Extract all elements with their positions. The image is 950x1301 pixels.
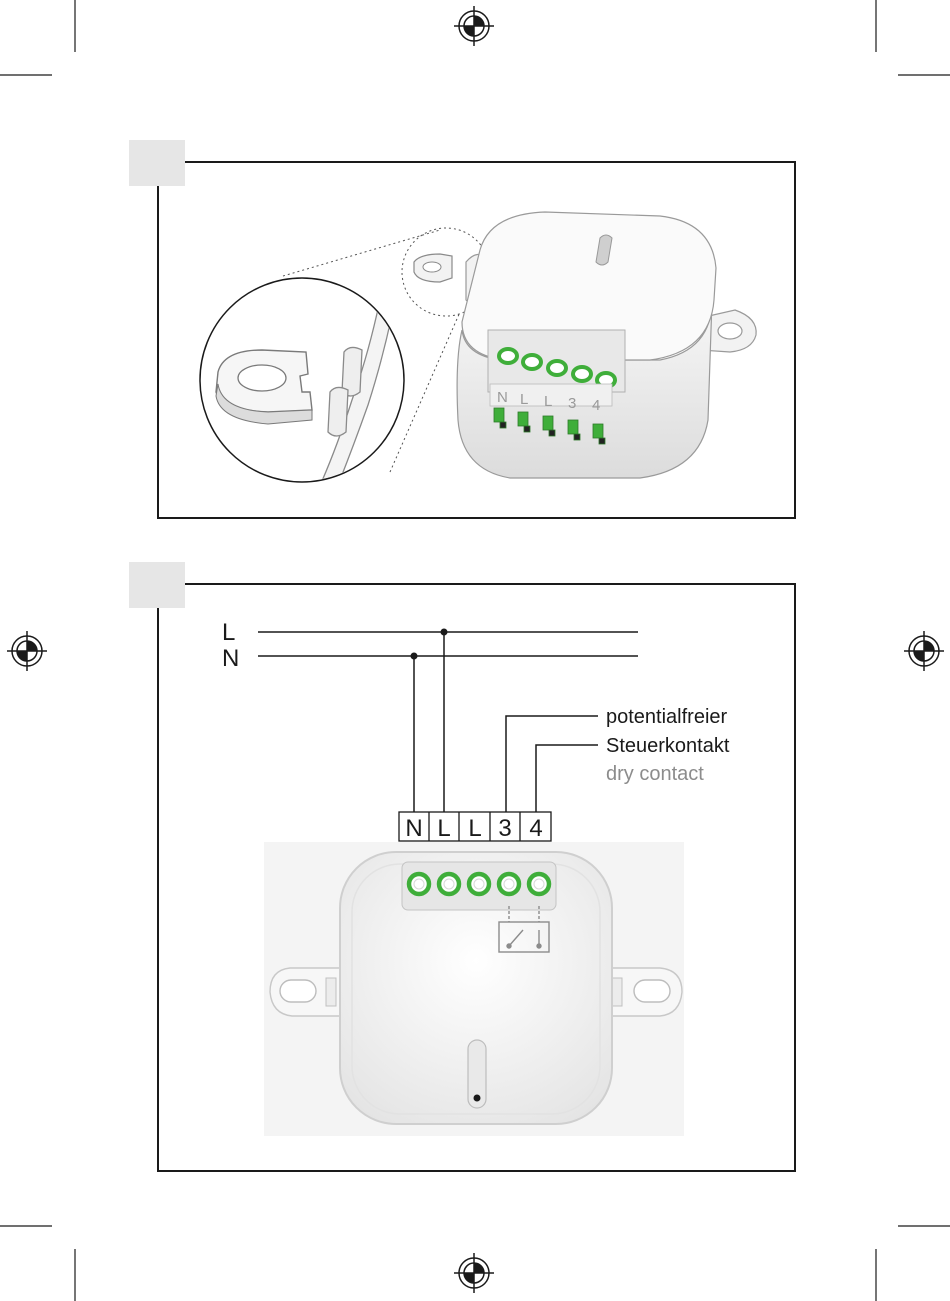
module-top-view xyxy=(264,842,684,1136)
programming-button xyxy=(468,1040,486,1108)
registration-mark-bottom xyxy=(454,1253,494,1293)
neutral-line-label: N xyxy=(222,645,239,672)
registration-mark-left xyxy=(7,631,47,671)
terminal-label-l1: L xyxy=(437,815,450,842)
terminal-label-l2: L xyxy=(468,815,481,842)
terminal-label-3d: L xyxy=(520,391,528,408)
figure-1-panel: N L L 3 4 xyxy=(129,140,795,518)
clip-small xyxy=(414,254,452,282)
terminal-label-3d: L xyxy=(544,393,552,410)
junction-live xyxy=(441,629,448,636)
contact-label-line2: Steuerkontakt xyxy=(606,735,730,757)
live-line-label: L xyxy=(222,619,235,646)
terminal-label-3d: N xyxy=(497,389,508,406)
contact-label-line3: dry contact xyxy=(606,763,704,785)
contact-label-line1: potentialfreier xyxy=(606,706,728,728)
figure-2-panel: L N potentialfreier Steuerkontakt dry co… xyxy=(129,562,795,1171)
junction-neutral xyxy=(411,653,418,660)
mounting-ear-left xyxy=(270,968,350,1016)
registration-mark-top xyxy=(454,6,494,46)
registration-mark-right xyxy=(904,631,944,671)
figure-2-tab xyxy=(129,562,185,608)
terminal-label-4: 4 xyxy=(529,815,542,842)
terminal-label-3d: 4 xyxy=(592,397,600,414)
figure-1-tab xyxy=(129,140,185,186)
terminal-label-n: N xyxy=(405,815,422,842)
terminal-label-row: N L L 3 4 xyxy=(399,812,551,842)
terminal-label-3: 3 xyxy=(498,815,511,842)
terminal-label-3d: 3 xyxy=(568,395,576,412)
